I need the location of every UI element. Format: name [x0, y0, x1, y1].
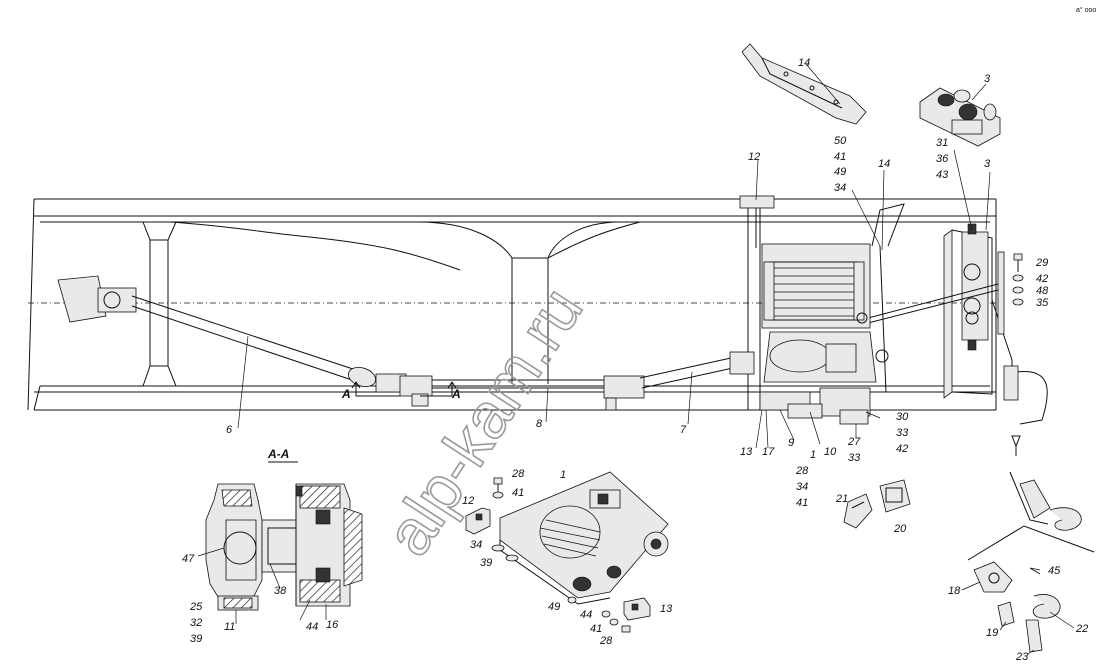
bracket-12-exploded — [465, 507, 491, 535]
callout-29: 29 — [1035, 257, 1048, 269]
callout-50: 50 — [834, 135, 847, 147]
callout-14-b: 14 — [878, 158, 890, 170]
hardware-28-41 — [492, 477, 504, 499]
hardware-29-35 — [1012, 253, 1024, 306]
section-markers — [351, 381, 457, 397]
callout-3-b: 3 — [984, 158, 991, 170]
callout-44-b: 44 — [580, 609, 592, 621]
hardware-34-39 — [491, 544, 519, 562]
callout-39-b: 39 — [190, 633, 202, 645]
callout-31: 31 — [936, 137, 948, 149]
corner-mark: a° ooo — [1076, 6, 1096, 14]
callout-1-a: 1 — [810, 449, 816, 461]
callout-41-a: 41 — [834, 151, 846, 163]
callout-16: 16 — [326, 619, 339, 631]
propeller-shaft-6 — [57, 275, 407, 393]
part-20 — [879, 479, 911, 513]
callout-42-b: 42 — [896, 443, 908, 455]
callout-41-d: 41 — [590, 623, 602, 635]
callout-13-b: 13 — [660, 603, 673, 615]
bracket-13-exploded — [567, 596, 651, 633]
callout-11: 11 — [224, 621, 235, 633]
callout-28-a: 28 — [795, 465, 809, 477]
callout-23: 23 — [1015, 651, 1029, 663]
callout-27: 27 — [847, 436, 861, 448]
propeller-shaft-7 — [639, 351, 755, 389]
callout-48: 48 — [1036, 285, 1049, 297]
callout-7: 7 — [680, 424, 687, 436]
callout-41-b: 41 — [796, 497, 808, 509]
callout-44-a: 44 — [306, 621, 318, 633]
callout-34-c: 34 — [470, 539, 482, 551]
callout-38: 38 — [274, 585, 287, 597]
callout-36: 36 — [936, 153, 949, 165]
callout-10: 10 — [824, 446, 837, 458]
callout-8: 8 — [536, 418, 543, 430]
front-plate — [867, 223, 1048, 456]
section-marker-right: A — [451, 387, 461, 401]
callout-33-a: 33 — [896, 427, 909, 439]
callout-47: 47 — [182, 553, 195, 565]
callout-17: 17 — [762, 446, 775, 458]
callout-33-b: 33 — [848, 452, 861, 464]
callout-14-top: 14 — [798, 57, 810, 69]
section-title: A-A — [267, 447, 289, 461]
winch-unit-1 — [499, 471, 669, 605]
bracket-14 — [741, 43, 867, 125]
callout-39-a: 39 — [480, 557, 492, 569]
callout-30: 30 — [896, 411, 909, 423]
callout-32: 32 — [190, 617, 202, 629]
callout-12-a: 12 — [748, 151, 760, 163]
callout-49-a: 49 — [834, 166, 846, 178]
callout-28-c: 28 — [599, 635, 613, 647]
callout-12-b: 12 — [462, 495, 474, 507]
callout-45: 45 — [1048, 565, 1061, 577]
section-a-a-view — [205, 461, 363, 611]
callout-19: 19 — [986, 627, 998, 639]
section-marker-left: A — [341, 387, 351, 401]
callout-9: 9 — [788, 437, 794, 449]
callout-35: 35 — [1036, 297, 1049, 309]
callout-42-a: 42 — [1036, 273, 1048, 285]
pulley-block-3 — [919, 87, 1001, 147]
callout-43: 43 — [936, 169, 949, 181]
callout-28-b: 28 — [511, 468, 525, 480]
callout-18: 18 — [948, 585, 961, 597]
winch-assembly — [739, 195, 905, 425]
callout-13-a: 13 — [740, 446, 753, 458]
callout-20: 20 — [893, 523, 907, 535]
callout-25: 25 — [189, 601, 203, 613]
part-21 — [843, 493, 873, 529]
callout-41-c: 41 — [512, 487, 524, 499]
intermediate-shaft-8 — [399, 375, 645, 411]
callout-34-a: 34 — [834, 182, 846, 194]
callout-6: 6 — [226, 424, 233, 436]
callout-22: 22 — [1075, 623, 1088, 635]
chassis-frame — [27, 198, 1000, 411]
callout-labels: 14 3 50 41 49 34 12 14 31 36 43 3 29 42 … — [182, 57, 1088, 663]
hook-assembly — [967, 471, 1095, 653]
callout-49-b: 49 — [548, 601, 560, 613]
callout-34-b: 34 — [796, 481, 808, 493]
callout-3-top: 3 — [984, 73, 991, 85]
leader-lines — [197, 63, 1075, 655]
callout-1-b: 1 — [560, 469, 566, 481]
callout-21: 21 — [835, 493, 848, 505]
